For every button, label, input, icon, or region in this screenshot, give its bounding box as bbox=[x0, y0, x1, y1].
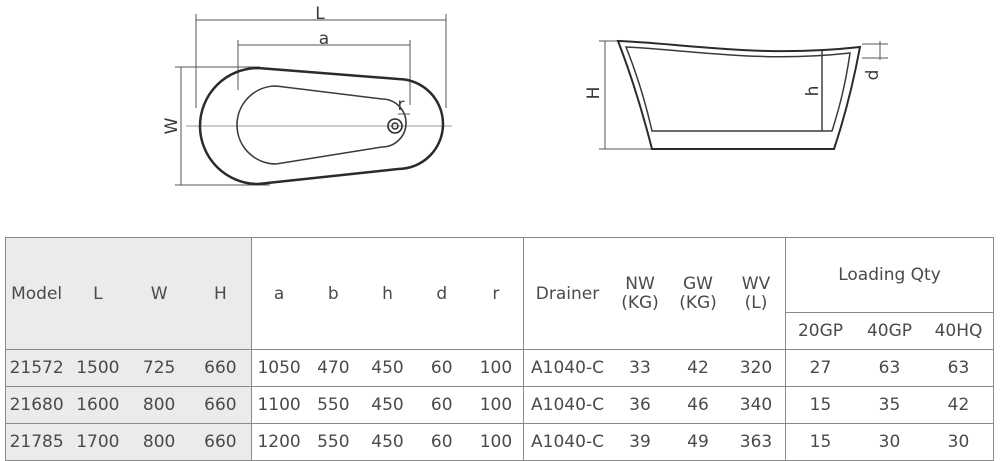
cell-drainer: A1040-C bbox=[531, 432, 604, 452]
cell-h: 450 bbox=[371, 358, 404, 378]
cell-model: 21785 bbox=[9, 432, 64, 452]
dimension-d-label: d bbox=[863, 70, 883, 81]
dimension-a-label: a bbox=[319, 29, 329, 49]
header-d: d bbox=[436, 283, 448, 304]
header-loading-qty: Loading Qty bbox=[785, 237, 994, 313]
cell-40hq: 42 bbox=[947, 395, 970, 415]
header-row: Model L W H a b h d r Drainer NW (KG) bbox=[5, 237, 994, 350]
dimension-h-label: h bbox=[803, 86, 823, 97]
header-wv: WV (L) bbox=[727, 273, 785, 313]
header-gw-line1: GW bbox=[683, 273, 713, 294]
header-subrow: 20GP 40GP 40HQ bbox=[6, 312, 994, 350]
header-nw: NW (KG) bbox=[611, 273, 669, 313]
cell-W: 800 bbox=[142, 432, 176, 452]
cell-gw: 46 bbox=[687, 395, 709, 415]
cell-model: 21572 bbox=[9, 358, 64, 378]
cell-L: 1700 bbox=[76, 432, 120, 452]
cell-40hq: 30 bbox=[947, 432, 970, 452]
header-dimensions-group: Model L W H bbox=[5, 237, 252, 350]
side-view-drawing bbox=[599, 39, 888, 150]
specification-table: Model L W H a b h d r Drainer NW (KG) bbox=[5, 237, 994, 461]
cell-nw: 39 bbox=[629, 432, 651, 452]
cell-b: 470 bbox=[317, 358, 350, 378]
cell-wv: 340 bbox=[739, 395, 773, 415]
header-inner-dims-group: a b h d r bbox=[251, 237, 524, 350]
cell-a: 1200 bbox=[257, 432, 301, 452]
header-40hq: 40HQ bbox=[934, 321, 983, 341]
cell-gw: 49 bbox=[687, 432, 709, 452]
cell-nw: 36 bbox=[629, 395, 651, 415]
dimension-W-label: W bbox=[162, 117, 182, 134]
cell-20gp: 15 bbox=[809, 432, 832, 452]
table-row: 21572 1500 725 660 1050 470 450 60 100 A… bbox=[5, 349, 994, 387]
cell-a: 1100 bbox=[257, 395, 301, 415]
header-b: b bbox=[327, 283, 339, 304]
cell-40gp: 63 bbox=[878, 358, 901, 378]
cell-drainer: A1040-C bbox=[531, 358, 604, 378]
table-row: 21680 1600 800 660 1100 550 450 60 100 A… bbox=[5, 386, 994, 424]
cell-H: 660 bbox=[204, 395, 237, 415]
cell-40gp: 35 bbox=[878, 395, 901, 415]
header-nw-line2: (KG) bbox=[621, 292, 659, 313]
cell-L: 1500 bbox=[76, 358, 120, 378]
header-h: h bbox=[382, 283, 393, 304]
cell-b: 550 bbox=[317, 432, 350, 452]
cell-nw: 33 bbox=[629, 358, 651, 378]
cell-d: 60 bbox=[430, 432, 453, 452]
cell-gw: 42 bbox=[687, 358, 709, 378]
dimension-H-label: H bbox=[584, 87, 604, 100]
header-L: L bbox=[93, 283, 103, 304]
cell-d: 60 bbox=[430, 358, 453, 378]
cell-h: 450 bbox=[371, 395, 404, 415]
header-40gp: 40GP bbox=[866, 321, 913, 341]
header-W: W bbox=[150, 283, 168, 304]
cell-wv: 363 bbox=[739, 432, 773, 452]
cell-20gp: 27 bbox=[809, 358, 832, 378]
cell-d: 60 bbox=[430, 395, 453, 415]
cell-40hq: 63 bbox=[947, 358, 970, 378]
cell-r: 100 bbox=[479, 395, 513, 415]
header-gw-line2: (KG) bbox=[679, 292, 717, 313]
header-drainer: Drainer bbox=[535, 283, 600, 304]
cell-W: 725 bbox=[142, 358, 176, 378]
top-view-drawing bbox=[175, 14, 452, 186]
dimension-r-label: r bbox=[398, 95, 405, 115]
header-20gp: 20GP bbox=[797, 321, 844, 341]
cell-model: 21680 bbox=[9, 395, 64, 415]
cell-r: 100 bbox=[479, 358, 513, 378]
header-nw-line1: NW bbox=[625, 273, 655, 294]
header-container-group: 20GP 40GP 40HQ bbox=[785, 312, 994, 350]
header-weights-group: Drainer NW (KG) GW (KG) WV (L) bbox=[523, 237, 786, 350]
header-model: Model bbox=[11, 283, 63, 304]
header-wv-line1: WV bbox=[741, 273, 771, 294]
cell-b: 550 bbox=[317, 395, 350, 415]
cell-H: 660 bbox=[204, 358, 237, 378]
header-gw: GW (KG) bbox=[669, 273, 727, 313]
cell-r: 100 bbox=[479, 432, 513, 452]
cell-drainer: A1040-C bbox=[531, 395, 604, 415]
dimension-L-label: L bbox=[315, 4, 325, 24]
cell-a: 1050 bbox=[257, 358, 301, 378]
header-H: H bbox=[213, 283, 227, 304]
header-r: r bbox=[492, 283, 500, 304]
cell-L: 1600 bbox=[76, 395, 120, 415]
cell-20gp: 15 bbox=[809, 395, 832, 415]
cell-40gp: 30 bbox=[878, 432, 901, 452]
cell-wv: 320 bbox=[739, 358, 773, 378]
technical-drawings: L a W r H h d bbox=[162, 4, 888, 186]
cell-W: 800 bbox=[142, 395, 176, 415]
header-a: a bbox=[273, 283, 285, 304]
header-wv-line2: (L) bbox=[744, 292, 768, 313]
cell-H: 660 bbox=[204, 432, 237, 452]
cell-h: 450 bbox=[371, 432, 404, 452]
